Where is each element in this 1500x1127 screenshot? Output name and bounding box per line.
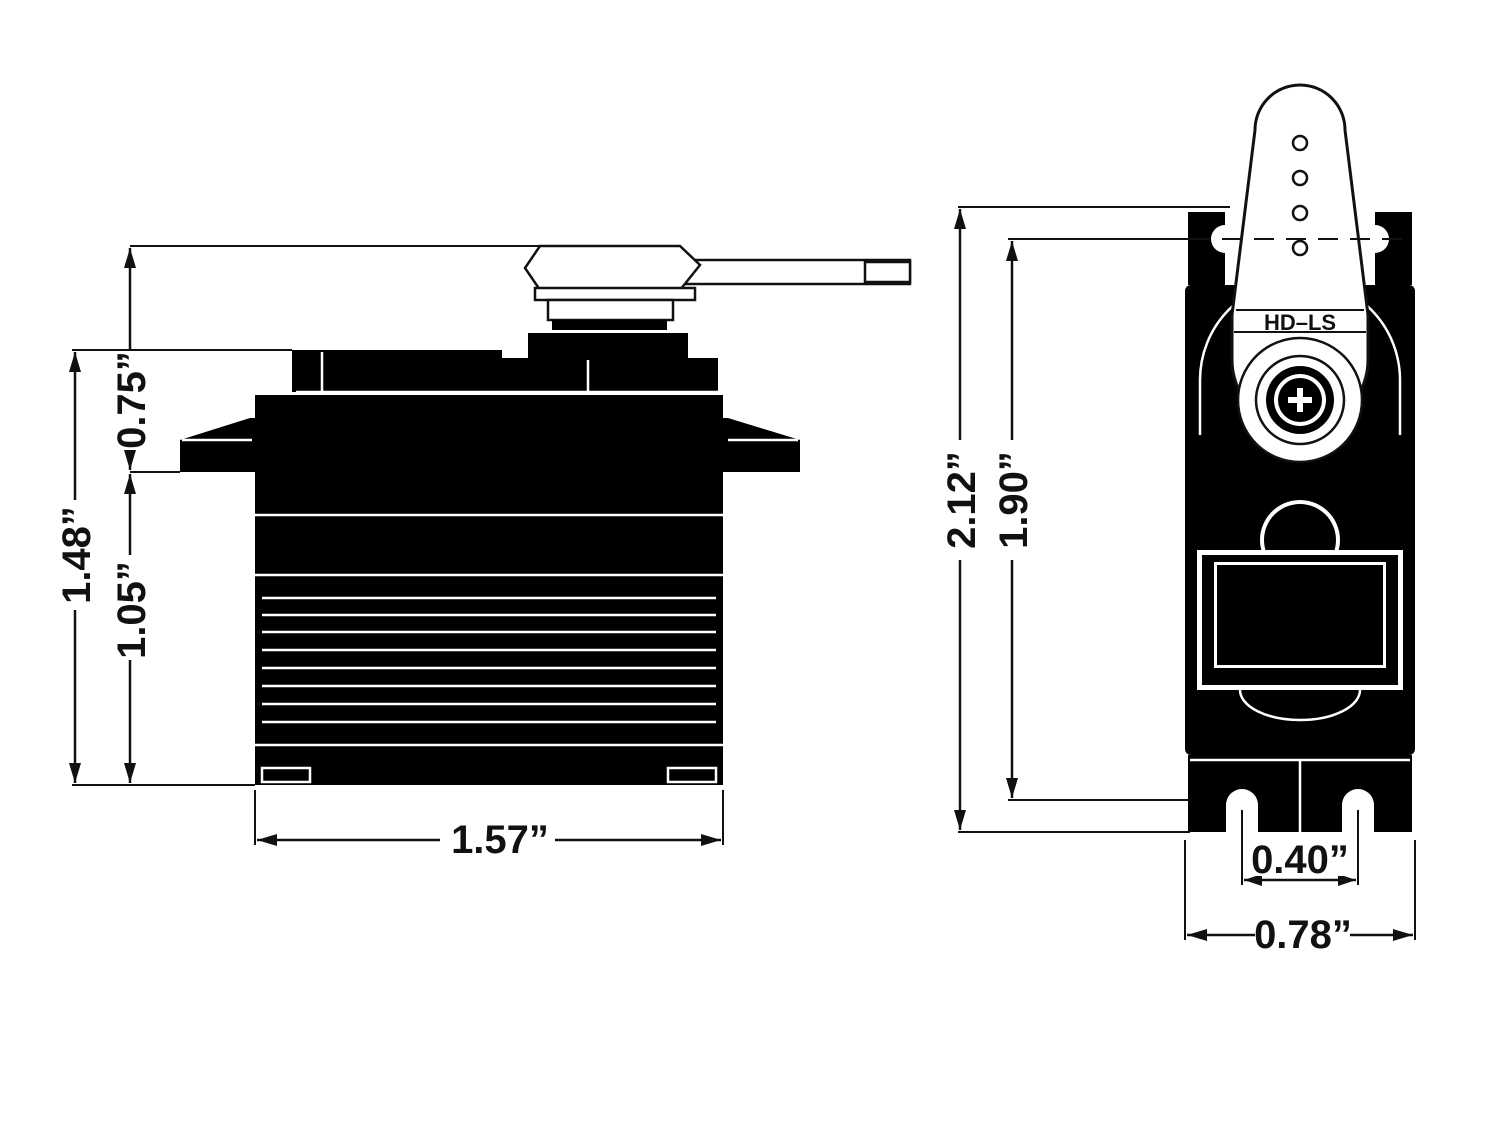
front-view: HD–LS 2.12” bbox=[940, 83, 1416, 957]
dim-1-48: 1.48” bbox=[55, 352, 99, 783]
dim-2-12: 2.12” bbox=[940, 209, 984, 830]
horn-label: HD–LS bbox=[1264, 310, 1336, 335]
dim-0-75: 0.75” bbox=[110, 248, 154, 470]
dim-label-0-40: 0.40” bbox=[1251, 838, 1349, 882]
dim-label-1-05: 1.05” bbox=[110, 561, 154, 659]
dim-1-57: 1.57” bbox=[257, 818, 721, 862]
dim-label-1-57: 1.57” bbox=[451, 818, 549, 862]
dim-1-05: 1.05” bbox=[110, 474, 154, 783]
dim-label-1-90: 1.90” bbox=[992, 451, 1036, 549]
dim-0-78: 0.78” bbox=[1187, 913, 1413, 957]
side-top-cover bbox=[292, 350, 718, 394]
side-view: 1.48” 0.75” 1.05” 1.57” bbox=[55, 244, 912, 862]
dim-1-90: 1.90” bbox=[992, 241, 1036, 798]
dim-label-2-12: 2.12” bbox=[940, 451, 984, 549]
dim-0-40: 0.40” bbox=[1244, 838, 1356, 886]
front-top-ears bbox=[1188, 212, 1412, 285]
dim-label-0-75: 0.75” bbox=[110, 351, 154, 449]
side-horn bbox=[523, 244, 912, 330]
side-main-case bbox=[255, 395, 723, 785]
dim-label-1-48: 1.48” bbox=[55, 506, 99, 604]
front-bottom-ears bbox=[1188, 755, 1412, 832]
front-horn: HD–LS bbox=[1230, 83, 1370, 464]
dim-label-0-78: 0.78” bbox=[1254, 913, 1352, 957]
side-mount-tabs bbox=[180, 418, 800, 472]
side-shaft-housing bbox=[528, 333, 688, 358]
